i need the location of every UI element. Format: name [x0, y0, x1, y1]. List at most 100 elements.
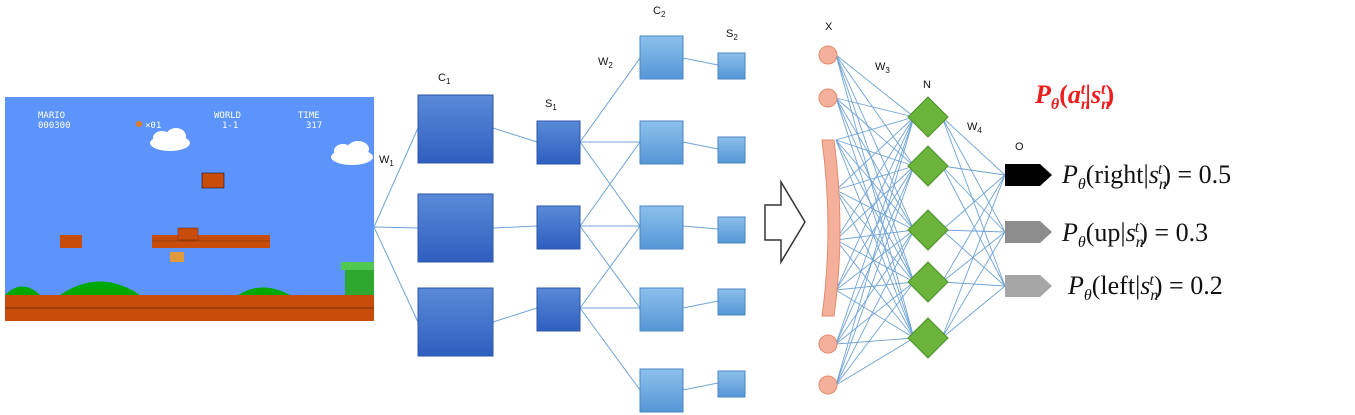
fc-edge	[941, 231, 1006, 339]
game-screenshot: MARIO 000300 ×01 WORLD 1-1 TIME 317	[5, 97, 374, 321]
label-w4: W4	[967, 121, 982, 135]
s2-pooling-map	[717, 136, 746, 164]
c2-feature-map	[639, 368, 684, 413]
fc-edge	[941, 281, 1006, 287]
fc-edge	[941, 165, 1006, 287]
transition-arrow-icon	[764, 179, 806, 265]
output-arrow-up	[1005, 221, 1052, 243]
s2-pooling-map	[717, 52, 746, 80]
fc-edge	[835, 116, 915, 291]
hill	[60, 281, 140, 295]
label-w3: W3	[875, 61, 890, 75]
cloud-icon	[331, 141, 373, 165]
fc-edge	[835, 54, 915, 167]
block-left	[60, 235, 82, 248]
probability-left: Pθ(left|snt) = 0.2	[1067, 271, 1223, 304]
label-w2: W2	[598, 56, 613, 70]
fc-edge	[835, 281, 915, 291]
fc-edge	[835, 116, 915, 345]
hud-world-label: WORLD	[214, 111, 241, 121]
fc-edge	[941, 116, 1006, 176]
coin-icon	[136, 121, 142, 127]
hud-time: 317	[306, 121, 322, 131]
fc-edge	[941, 116, 1006, 287]
hud-player: MARIO	[38, 111, 65, 121]
fc-edge	[835, 239, 915, 339]
conv-edges	[373, 57, 719, 391]
fc-edge	[835, 97, 915, 118]
c2-feature-map	[639, 120, 684, 165]
fc-edge	[835, 116, 915, 241]
hill	[5, 286, 40, 295]
policy-title: Pθ(ant|snt)	[1034, 80, 1114, 113]
fc-edge	[835, 139, 915, 231]
hud-score: 000300	[38, 121, 71, 131]
hud-time-label: TIME	[298, 111, 320, 121]
mario-sprite	[170, 252, 184, 262]
fc-edge	[941, 174, 1006, 283]
fc-edge	[835, 337, 915, 386]
probability-right: Pθ(right|snt) = 0.5	[1061, 160, 1231, 193]
c2-feature-map	[639, 35, 684, 80]
input-node	[818, 375, 838, 395]
input-node	[818, 334, 838, 354]
fc-edge	[835, 97, 915, 283]
fc-edge	[941, 165, 1006, 233]
label-s1: S1	[545, 98, 557, 112]
fc-edge	[835, 337, 915, 345]
brick-row	[152, 235, 270, 248]
fc-edge	[835, 116, 915, 191]
c2-feature-map	[639, 287, 684, 332]
hud-world: 1-1	[222, 121, 238, 131]
fc-edge	[835, 189, 915, 231]
fc-edge	[835, 229, 915, 291]
label-c1: C1	[438, 72, 451, 86]
fc-edge	[835, 54, 915, 118]
fc-edge	[835, 281, 915, 386]
fc-edges	[835, 54, 1006, 386]
label-n: N	[923, 79, 931, 91]
fc-edge	[835, 54, 915, 339]
c2-feature-map	[639, 205, 684, 250]
fc-edge	[835, 54, 915, 231]
hill	[238, 287, 290, 295]
probability-up: Pθ(up|snt) = 0.3	[1061, 218, 1208, 251]
s1-pooling-map	[536, 120, 581, 165]
fc-edge	[941, 165, 1006, 176]
s2-pooling-map	[717, 288, 746, 316]
fc-edge	[835, 239, 915, 283]
fc-edge	[835, 139, 915, 283]
fc-edge	[941, 229, 1006, 233]
pipe	[345, 266, 374, 295]
hidden-node	[907, 96, 949, 138]
fc-edge	[835, 165, 915, 386]
fc-edge	[835, 54, 915, 283]
s1-pooling-map	[536, 205, 581, 250]
fc-edge	[941, 174, 1006, 231]
c1-feature-map	[417, 193, 494, 263]
label-s2: S2	[726, 28, 738, 42]
fc-edge	[835, 189, 915, 283]
label-c2: C2	[653, 5, 666, 19]
label-x: X	[825, 21, 833, 33]
fc-edge	[835, 116, 915, 141]
hidden-node	[907, 145, 949, 187]
c1-feature-map	[417, 94, 494, 164]
fc-edge	[941, 116, 1006, 233]
fc-edge	[835, 281, 915, 345]
cloud-icon	[150, 128, 190, 151]
fc-edge	[941, 229, 1006, 287]
output-arrow-right	[1005, 164, 1052, 186]
fc-edge	[835, 229, 915, 345]
s2-pooling-map	[717, 370, 746, 398]
fc-edge	[835, 289, 915, 339]
c1-feature-map	[417, 287, 494, 357]
hidden-node	[907, 317, 949, 359]
hidden-node	[907, 261, 949, 303]
input-node	[818, 88, 838, 108]
fc-edge	[835, 229, 915, 241]
output-arrow-left	[1005, 275, 1052, 297]
fc-edge	[835, 229, 915, 386]
